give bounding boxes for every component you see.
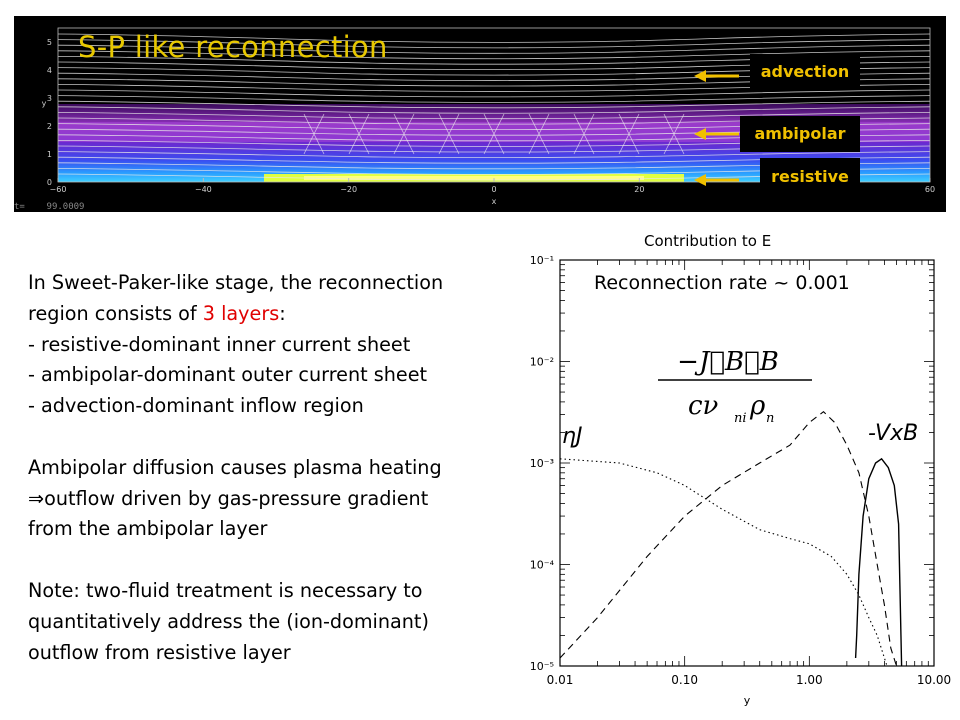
series-line-solid <box>854 457 903 667</box>
layer-label-ambipolar: ambipolar <box>740 116 860 152</box>
simulation-panel: −60−40−200204060012345xy S-P like reconn… <box>14 16 946 212</box>
velocity-vector <box>618 113 640 155</box>
contribution-plot-area: Contribution to E 0.01 0.10 1.00 10.00 10⁻⁵ 1… <box>510 228 960 720</box>
reconnection-rate: Reconnection rate ~ 0.001 <box>594 272 850 294</box>
x-tick-label: 1.00 <box>796 673 823 687</box>
simulation-title: S-P like reconnection <box>78 30 388 64</box>
x-axis-label: y <box>744 694 751 707</box>
formula-rho-subscript: n <box>766 411 774 426</box>
velocity-vector <box>663 113 685 155</box>
magnetic-field-line <box>57 112 931 120</box>
sim-x-tick-label: −60 <box>50 185 67 194</box>
series-line-dashed <box>559 410 898 667</box>
bullet-advection: - advection-dominant inflow region <box>28 394 364 418</box>
arrow-to-ambipolar <box>694 128 739 140</box>
formula-denominator: cν <box>688 391 719 421</box>
sim-y-tick-label: 1 <box>47 150 52 159</box>
velocity-vector <box>348 113 370 155</box>
velocity-vector <box>528 113 550 155</box>
formula-rho: ρ <box>749 391 766 421</box>
y-tick-label: 10⁻⁴ <box>530 559 555 572</box>
sim-x-tick-label: −20 <box>340 185 357 194</box>
series-label-resistive: ηJ <box>562 424 582 449</box>
formula-subscript: ni <box>734 411 747 426</box>
sim-y-tick-label: 4 <box>47 66 52 75</box>
sim-y-tick-label: 3 <box>47 94 52 103</box>
velocity-vector <box>438 113 460 155</box>
implies-symbol: ⇒ <box>28 486 45 510</box>
sim-x-tick-label: 60 <box>925 185 935 194</box>
velocity-vector <box>393 113 415 155</box>
magnetic-field-line <box>57 33 931 43</box>
chart-frame <box>559 259 935 667</box>
text-line: In Sweet-Paker-like stage, the reconnect… <box>28 271 444 294</box>
sim-y-axis-label: y <box>42 99 47 108</box>
text-line: outflow from resistive layer <box>28 640 291 664</box>
layer-label-resistive: resistive <box>760 158 860 196</box>
magnetic-field-line <box>57 39 931 49</box>
sim-x-tick-label: 20 <box>634 185 644 194</box>
simulation-time: t= 99.0009 <box>14 202 85 212</box>
arrow-to-resistive <box>694 174 739 186</box>
y-tick-label: 10⁻³ <box>530 457 554 470</box>
series-line-dotted <box>559 458 888 667</box>
magnetic-field-line <box>57 95 931 103</box>
magnetic-field-line <box>57 50 931 60</box>
sim-x-axis-label: x <box>492 197 497 206</box>
contribution-chart: 0.01 0.10 1.00 10.00 10⁻⁵ 10⁻⁴ 10⁻³ 10⁻² 10⁻¹ y ηJ… <box>530 254 951 707</box>
magnetic-field-line <box>57 106 931 114</box>
sim-x-tick-label: −40 <box>195 185 212 194</box>
sim-y-tick-label: 0 <box>47 178 52 187</box>
sim-y-tick-label: 5 <box>47 38 52 47</box>
text-line: from the ambipolar layer <box>28 517 268 541</box>
y-tick-label: 10⁻⁵ <box>530 660 554 673</box>
velocity-vector <box>303 113 325 155</box>
y-tick-label: 10⁻¹ <box>530 254 554 267</box>
text-line: region consists of 3 layers: <box>28 301 286 325</box>
bullet-ambipolar: - ambipolar-dominant outer current sheet <box>28 363 428 387</box>
bullet-resistive: - resistive-dominant inner current sheet <box>28 332 411 356</box>
velocity-vector <box>483 113 505 155</box>
x-tick-label: 0.01 <box>547 673 574 687</box>
plot-caption: Contribution to E <box>644 232 772 250</box>
text-line: Note: two-fluid treatment is necessary t… <box>28 578 423 602</box>
text-line: ⇒outflow driven by gas-pressure gradient <box>28 486 429 510</box>
x-tick-label: 0.10 <box>671 673 698 687</box>
x-tick-label: 10.00 <box>917 673 951 687</box>
text-line: quantitatively address the (ion-dominant… <box>28 609 429 633</box>
sim-x-tick-label: 0 <box>491 185 496 194</box>
description-text: In Sweet-Paker-like stage, the reconnect… <box>28 268 508 668</box>
text-line: Ambipolar diffusion causes plasma heatin… <box>28 455 442 479</box>
series-label-advection: -VxB <box>868 421 918 446</box>
y-tick-label: 10⁻² <box>530 356 554 369</box>
formula-numerator: −J⃞B⃞B <box>677 347 779 377</box>
velocity-vector <box>573 113 595 155</box>
resistive-sheet-core <box>304 176 644 180</box>
layers-highlight: 3 layers <box>202 301 280 325</box>
layer-label-advection: advection <box>750 54 860 90</box>
arrow-to-advection <box>694 70 739 82</box>
magnetic-field-line <box>57 89 931 98</box>
sim-y-tick-label: 2 <box>47 122 52 131</box>
magnetic-field-line <box>57 151 931 159</box>
magnetic-field-line <box>57 100 931 109</box>
magnetic-field-line <box>57 44 931 54</box>
